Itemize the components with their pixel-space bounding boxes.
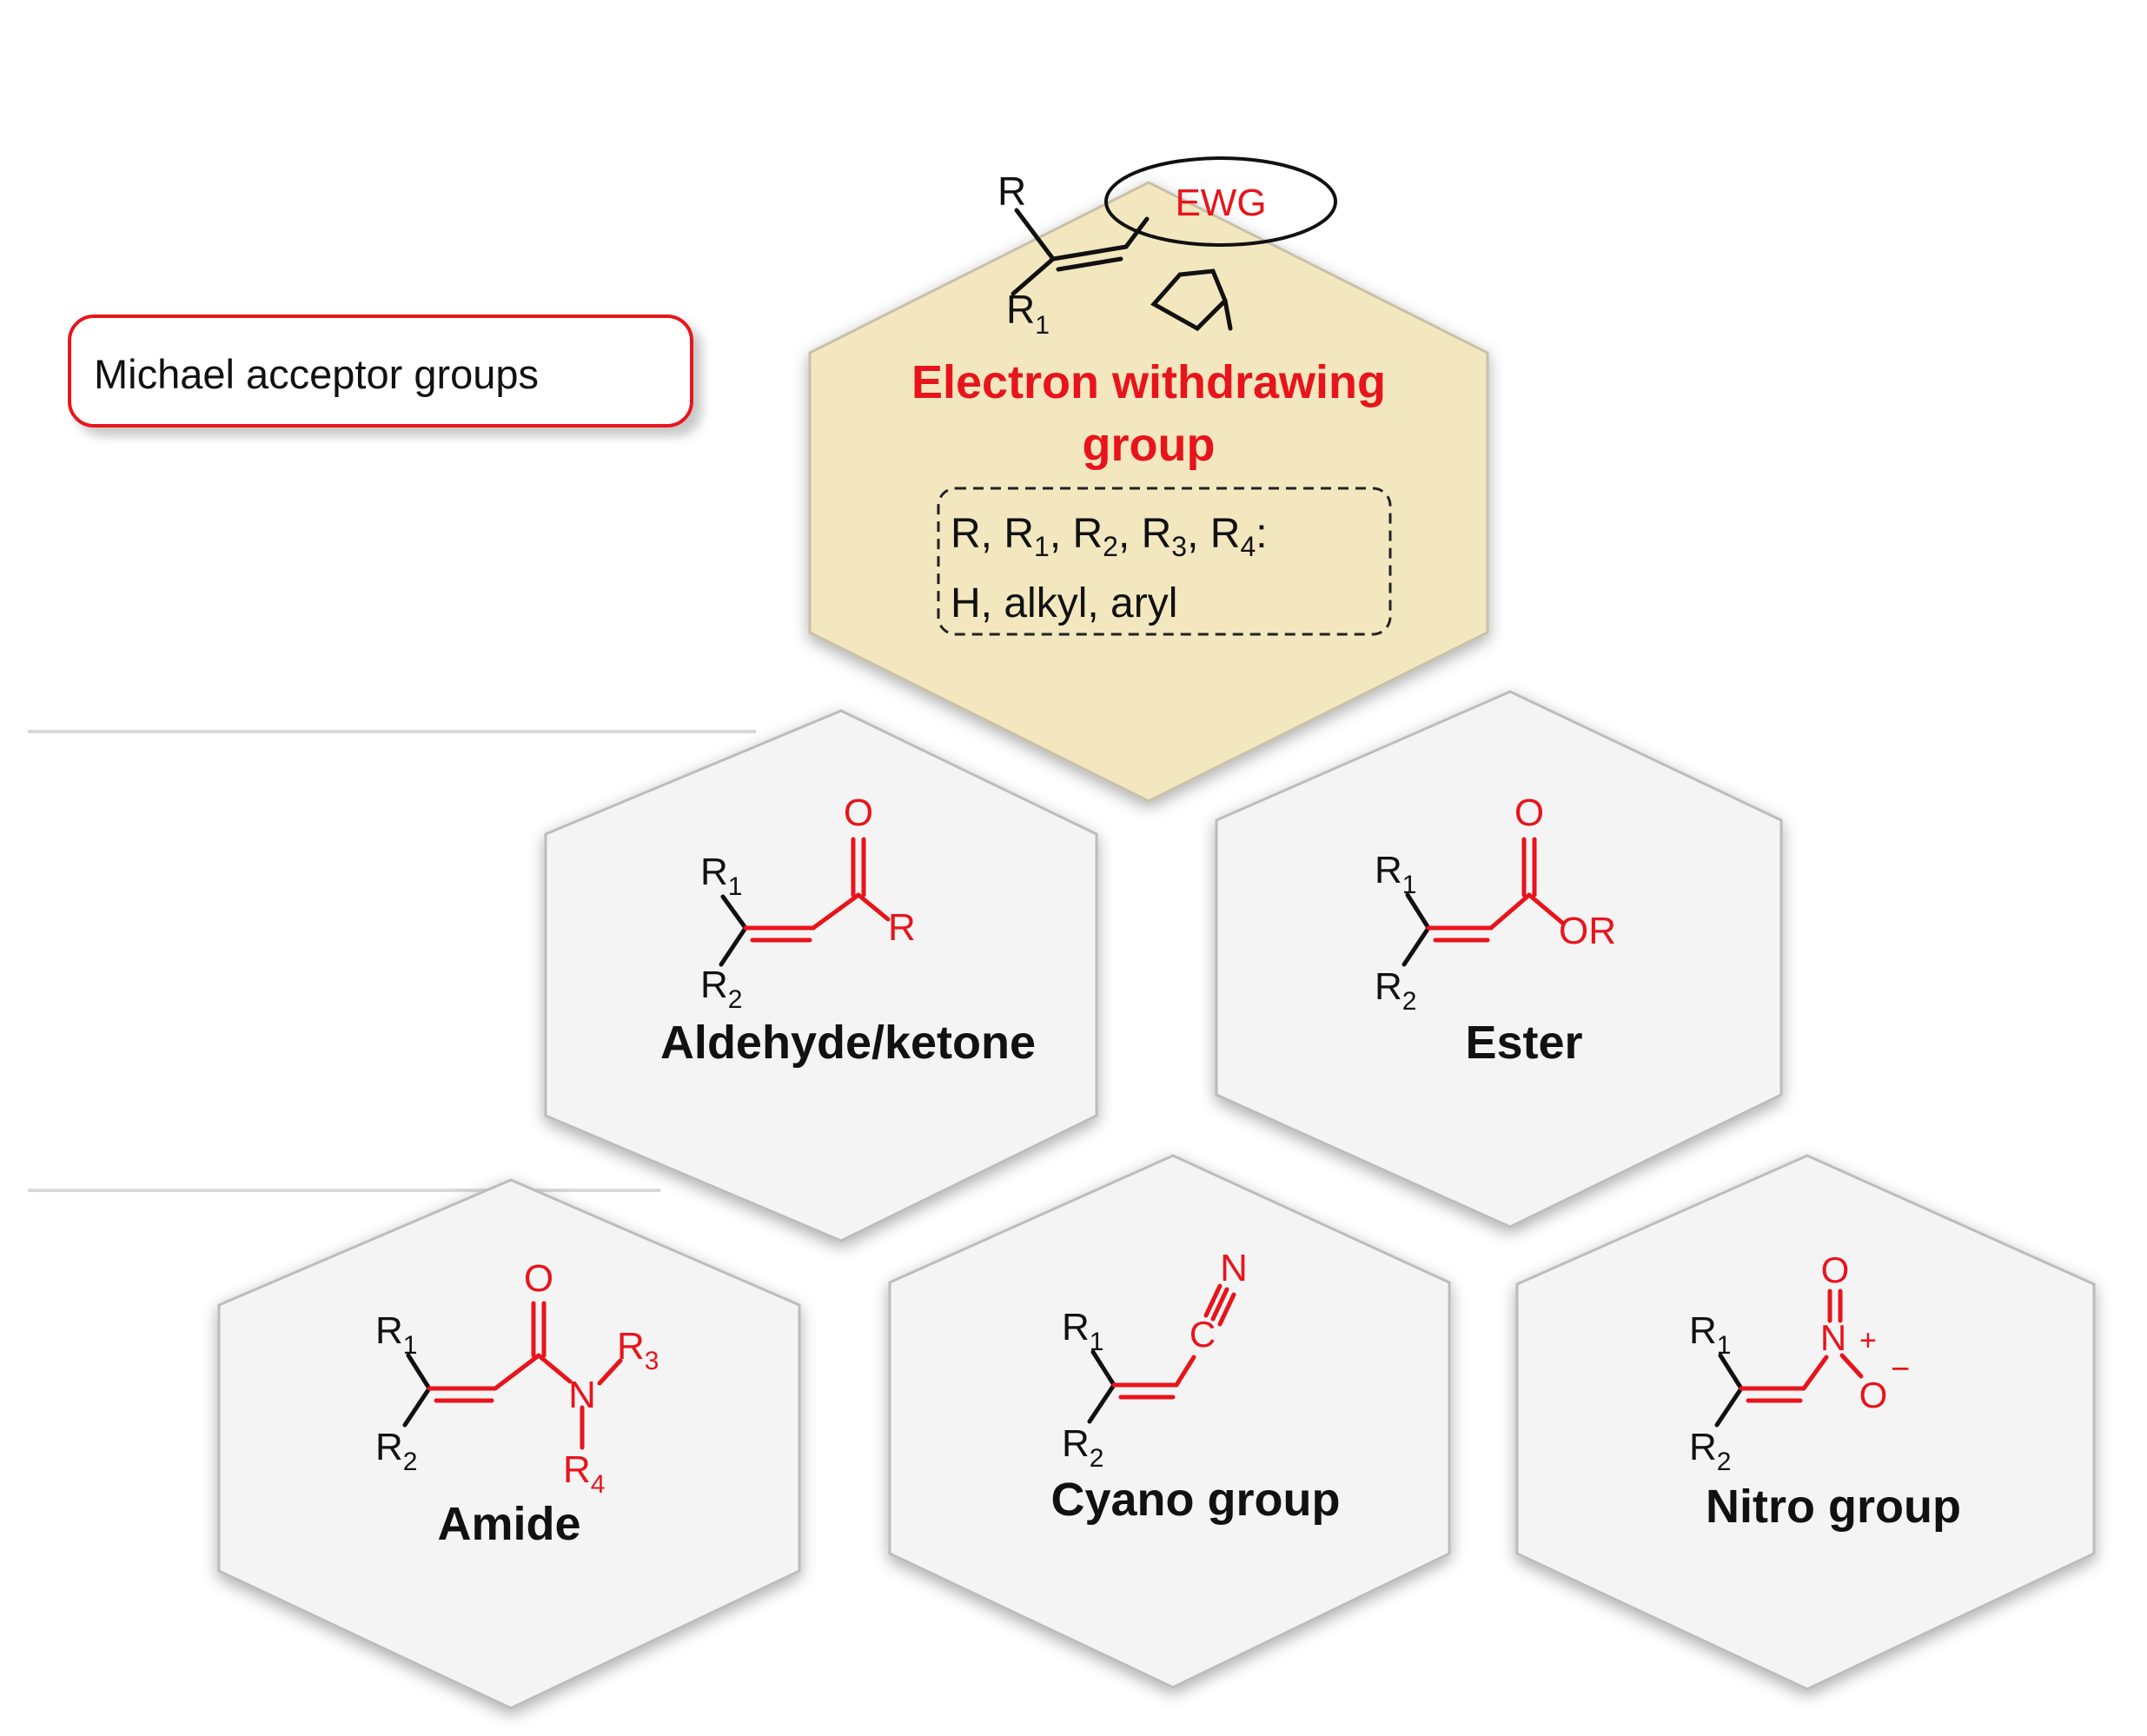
ester-label: Ester [1465, 1017, 1582, 1069]
amide-r2: R2 [375, 1426, 417, 1476]
ester-structure: O OR R1 R2 [1375, 792, 1616, 1016]
legend-box: Michael acceptor groups [68, 315, 693, 427]
aldehyde-ketone-hexagon: O R R1 R2 Aldehyde/ketone [544, 709, 1098, 1242]
cyano-r2: R2 [1062, 1422, 1103, 1473]
nitro-o-bottom: O [1859, 1375, 1888, 1415]
nitro-plus: + [1859, 1324, 1877, 1357]
nitro-structure: O N + O − R1 R2 [1689, 1249, 1910, 1476]
amide-hexagon-shape [217, 1178, 801, 1710]
aldehyde-r: R [888, 906, 916, 949]
legend-label: Michael acceptor groups [94, 351, 539, 397]
ester-r2: R2 [1375, 965, 1416, 1016]
ester-or: OR [1559, 910, 1616, 952]
aldehyde-label: Aldehyde/ketone [660, 1017, 1036, 1069]
amide-label: Amide [437, 1498, 580, 1550]
nitro-hexagon: O N + O − R1 R2 Nitro group [1515, 1154, 2096, 1691]
nitro-hexagon-shape [1515, 1154, 2096, 1691]
ester-o: O [1514, 792, 1544, 834]
aldehyde-o: O [844, 792, 873, 834]
ester-hexagon-shape [1215, 690, 1783, 1229]
amide-r3: R3 [617, 1325, 659, 1375]
core-ewg: EWG [1175, 182, 1266, 224]
amide-structure: O N R3 R4 R1 R2 [375, 1257, 659, 1499]
core-r: R [997, 169, 1026, 214]
substituent-line1: R, R1, R2, R3, R4: [951, 511, 1268, 562]
nitro-r1: R1 [1689, 1309, 1731, 1360]
amide-o: O [524, 1257, 553, 1300]
nitro-o-top: O [1821, 1249, 1850, 1290]
core-structure: R R1 EWG [997, 156, 1337, 340]
cyano-r1: R1 [1062, 1306, 1103, 1356]
ester-hexagon: O OR R1 R2 Ester [1215, 690, 1783, 1229]
amide-hexagon: O N R3 R4 R1 R2 Amide [217, 1178, 801, 1710]
ester-r1: R1 [1375, 849, 1416, 899]
cyano-n: N [1220, 1247, 1248, 1289]
aldehyde-structure: O R R1 R2 [700, 792, 916, 1014]
core-hexagon-shape [808, 181, 1489, 803]
cyano-hexagon-shape [888, 1154, 1451, 1689]
nitro-r2: R2 [1689, 1426, 1731, 1476]
nitro-label: Nitro group [1706, 1481, 1961, 1533]
core-r1: R1 [1006, 287, 1050, 340]
core-title-line1: Electron withdrawing [911, 356, 1386, 408]
amide-n: N [568, 1374, 596, 1416]
aldehyde-hexagon-shape [544, 709, 1098, 1242]
aldehyde-r2: R2 [700, 964, 742, 1014]
connector-lines [28, 730, 756, 1192]
nitro-minus: − [1891, 1351, 1910, 1388]
core-title-line2: group [1083, 419, 1216, 471]
cyano-label: Cyano group [1051, 1474, 1341, 1526]
cyano-c: C [1189, 1314, 1216, 1355]
substituent-line2: H, alkyl, aryl [951, 580, 1177, 626]
ewg-ellipse [1104, 156, 1337, 247]
amide-r4: R4 [563, 1448, 605, 1499]
amide-r1: R1 [375, 1309, 417, 1360]
cyano-hexagon: C N R1 R2 Cyano group [888, 1154, 1451, 1689]
core-hexagon: R R1 EWG Electron withdrawing group R, R… [808, 156, 1489, 803]
nitro-n: N [1820, 1317, 1846, 1358]
aldehyde-r1: R1 [700, 851, 742, 901]
cyano-structure: C N R1 R2 [1062, 1247, 1248, 1473]
ring-symbol [1150, 268, 1228, 332]
substituent-box [937, 487, 1392, 636]
